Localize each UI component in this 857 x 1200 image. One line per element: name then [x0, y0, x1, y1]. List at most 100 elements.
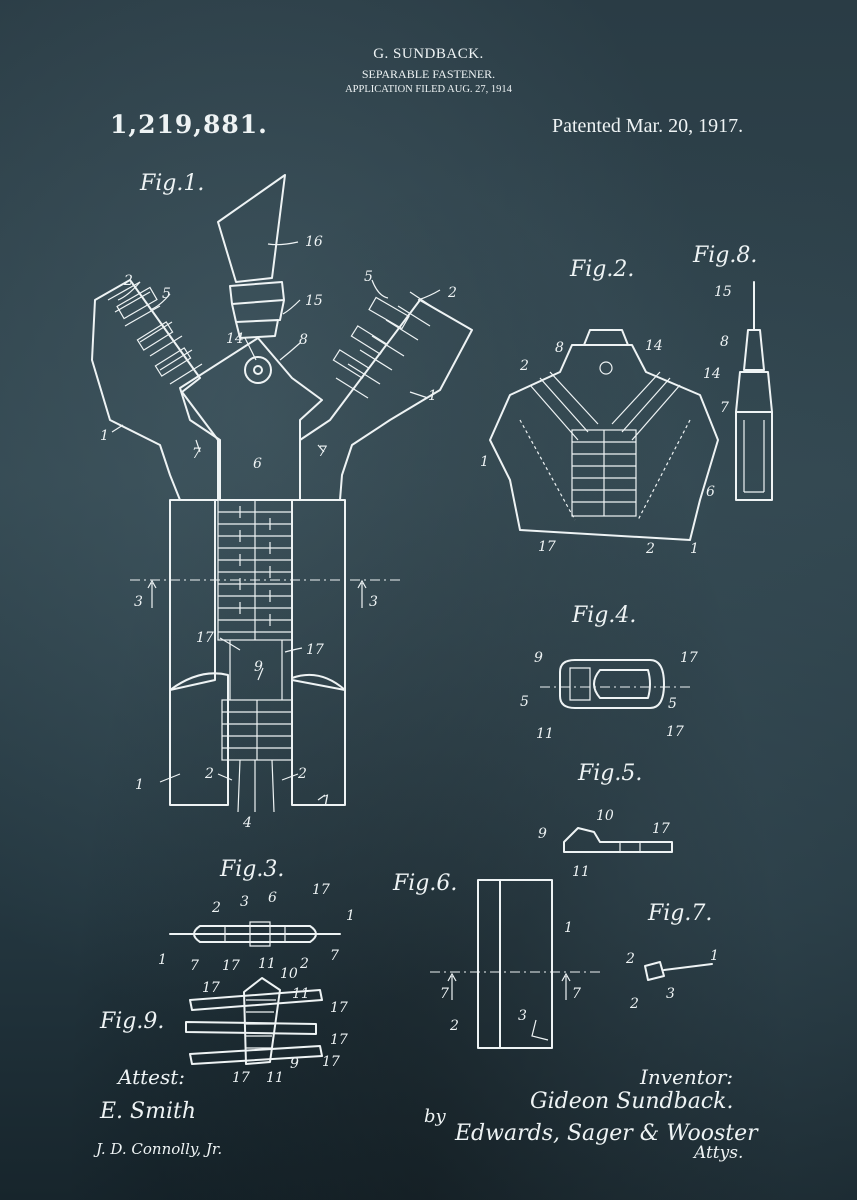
fig1-label: 1 [322, 793, 331, 809]
fig6-tape [477, 879, 553, 1049]
fig1-label: 3 [134, 594, 143, 610]
fig9-stack-lines [246, 999, 276, 1049]
fig1-label: 3 [369, 594, 378, 610]
slider-pivot-center [253, 365, 263, 375]
fig2-slider-top [583, 329, 629, 346]
fig1-label: 14 [226, 331, 244, 347]
fig7-label: 3 [666, 986, 675, 1002]
fig8-label: 8 [720, 334, 729, 350]
left-interlock-elements [107, 281, 203, 385]
left-tape-lower [169, 499, 216, 691]
fig7-element [644, 961, 713, 981]
fig9-label: 17 [202, 980, 220, 996]
fig5-label: 11 [572, 864, 590, 880]
fig3-label: 1 [346, 908, 355, 924]
fig6-label: 7 [572, 986, 581, 1002]
fig9-label: 11 [266, 1070, 284, 1086]
slider-pivot [244, 356, 272, 384]
figure-6: Fig.6. 1 7 7 2 3 [392, 871, 600, 1049]
fig5-element [563, 827, 673, 853]
fig1-label: 17 [306, 642, 324, 658]
fig3-label: 6 [268, 890, 277, 906]
figure-9: Fig.9. 10 17 11 17 17 9 17 17 11 [99, 966, 348, 1086]
fig2-label: 2 [519, 358, 529, 374]
fig2-pivot [599, 361, 613, 375]
patent-number: 1,219,881. [110, 110, 268, 139]
fig8-title: Fig.8. [692, 243, 757, 268]
fig1-label: 7 [192, 446, 201, 462]
fig1-label: 2 [297, 766, 307, 782]
fig6-arrows [447, 972, 571, 1000]
patented-date: Patented Mar. 20, 1917. [552, 115, 744, 137]
fig1-label: 7 [318, 444, 327, 460]
fig1-label: 2 [123, 273, 133, 289]
fig1-label: 1 [135, 777, 144, 793]
signature-block: Attest: E. Smith J. D. Connolly, Jr. Inv… [93, 1065, 759, 1163]
fig8-slider [735, 281, 773, 413]
fig4-title: Fig.4. [571, 603, 636, 628]
fig1-label: 17 [196, 630, 214, 646]
fig7-label: 2 [629, 996, 639, 1012]
fig8-label: 6 [706, 484, 715, 500]
fig2-interlock-elements [519, 371, 691, 521]
fig5-label: 9 [538, 826, 547, 842]
fig4-element [559, 659, 665, 709]
fig3-label: 17 [312, 882, 330, 898]
fig2-title: Fig.2. [569, 257, 634, 282]
fig6-label: 1 [564, 920, 573, 936]
fig9-label: 11 [292, 986, 310, 1002]
fig9-label: 17 [330, 1000, 348, 1016]
fig8-inner [743, 420, 765, 493]
fig2-label: 14 [645, 338, 663, 354]
fig9-title: Fig.9. [99, 1009, 164, 1034]
fig6-detail [531, 1019, 549, 1041]
fig3-title: Fig.3. [219, 857, 284, 882]
fig9-label: 17 [322, 1054, 340, 1070]
fig4-label: 9 [534, 650, 543, 666]
fig1-leader-lines [111, 241, 441, 801]
figure-1: Fig.1. [91, 171, 473, 831]
fig2-label: 1 [690, 541, 699, 557]
fig2-label: 17 [538, 539, 556, 555]
fig9-label: 10 [280, 966, 298, 982]
fig1-label: 8 [299, 332, 308, 348]
fig6-label: 2 [449, 1018, 459, 1034]
fig8-body [735, 411, 773, 501]
filing-date: APPLICATION FILED AUG. 27, 1914 [345, 84, 512, 95]
fig1-label: 2 [204, 766, 214, 782]
fig7-label: 1 [710, 948, 719, 964]
fig1-label: 1 [428, 388, 437, 404]
fig3-label: 3 [240, 894, 249, 910]
fig1-label: 2 [447, 285, 457, 301]
figure-3: Fig.3. 2 3 6 17 1 1 7 17 11 2 7 [158, 857, 355, 974]
fig8-label: 14 [703, 366, 721, 382]
right-tape-lower [291, 499, 346, 691]
fig6-title: Fig.6. [392, 871, 457, 896]
attorney-signature: Edwards, Sager & Wooster [454, 1121, 759, 1146]
fig4-head [569, 667, 591, 701]
section-arrows-3 [147, 579, 367, 608]
attys-label: Attys. [692, 1143, 743, 1163]
fig3-label: 2 [299, 956, 309, 972]
fig4-label: 11 [536, 726, 554, 742]
fig5-lines [619, 842, 641, 852]
patent-subtitle: SEPARABLE FASTENER. [361, 67, 496, 81]
fig8-label: 7 [720, 400, 729, 416]
fig3-inner [224, 921, 286, 947]
figure-4: Fig.4. 9 17 5 5 11 17 [520, 603, 698, 742]
fig1-label: 5 [162, 286, 171, 302]
figure-2: Fig.2. 8 14 2 1 17 2 1 [480, 257, 719, 557]
pull-tab [217, 174, 286, 283]
interlocked-chain [217, 499, 293, 813]
fig4-label: 5 [520, 694, 529, 710]
inventor-signature: Gideon Sundback. [530, 1089, 733, 1114]
fig3-label: 2 [211, 900, 221, 916]
fig4-label: 5 [668, 696, 677, 712]
fig3-label: 7 [330, 948, 339, 964]
fig1-title: Fig.1. [139, 171, 204, 196]
fig1-label: 4 [242, 815, 252, 831]
fig9-label: 17 [232, 1070, 250, 1086]
fig5-label: 17 [652, 821, 670, 837]
fig8-label: 15 [714, 284, 732, 300]
